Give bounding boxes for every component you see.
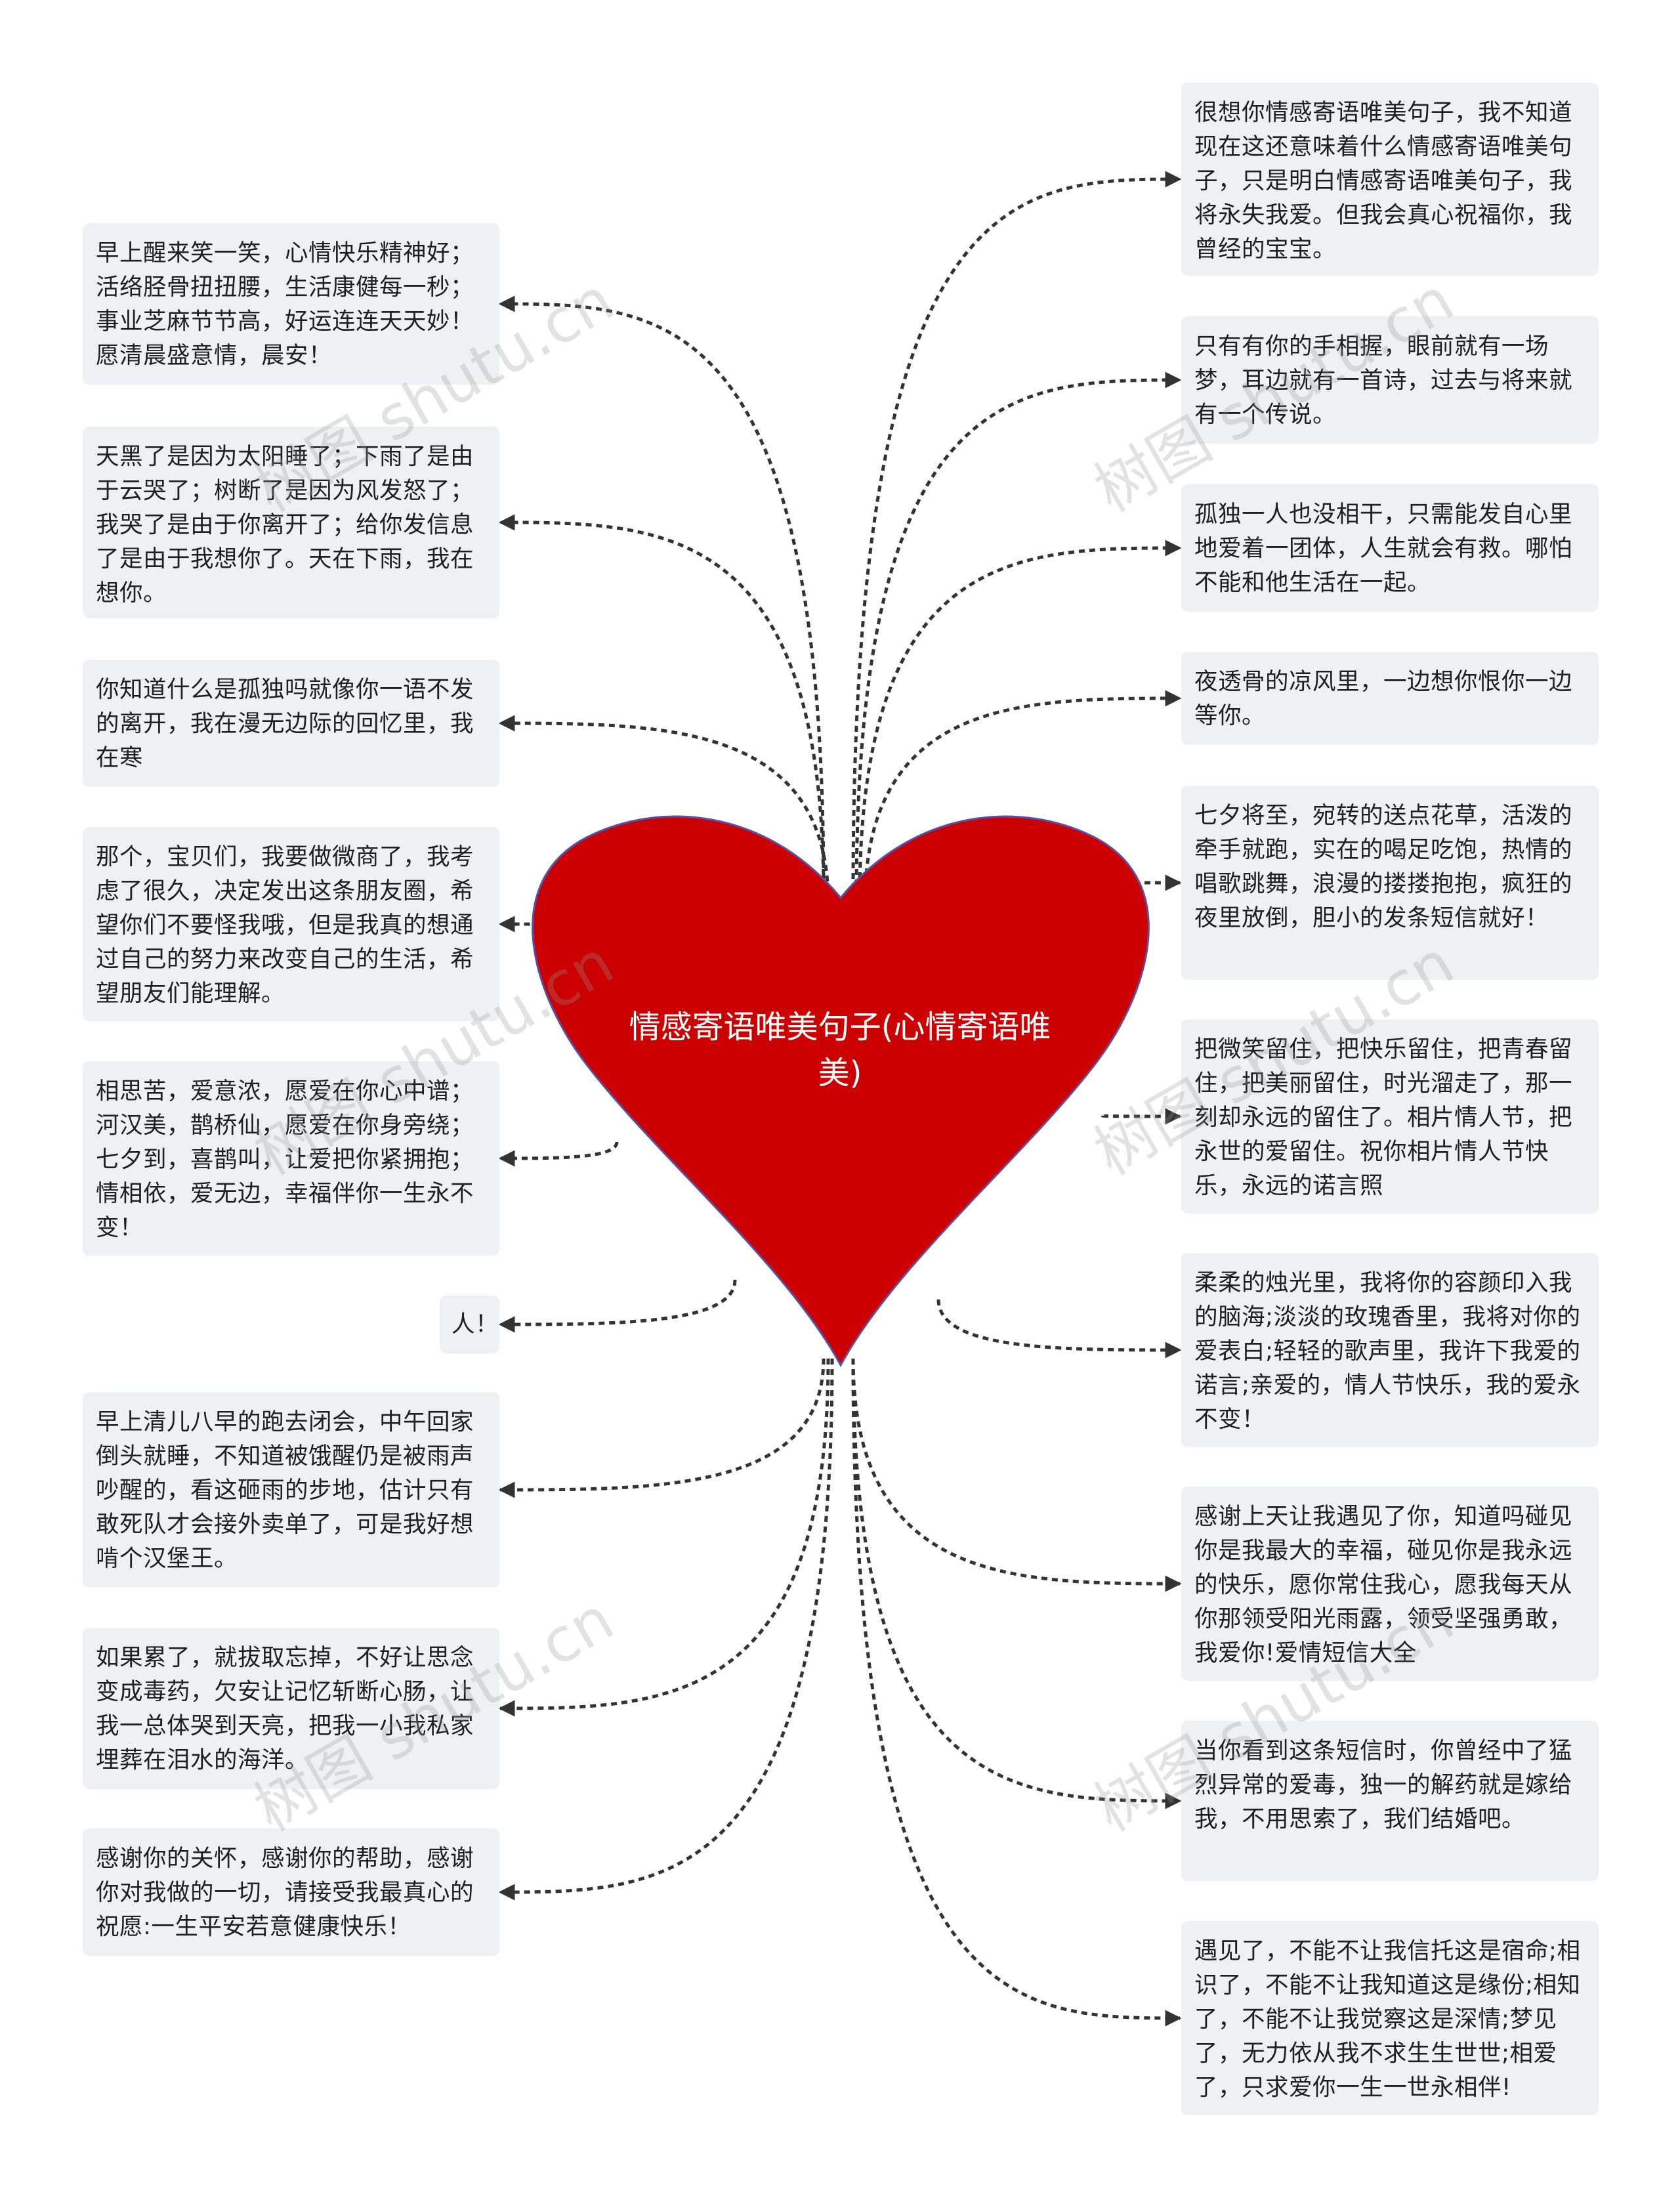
connector-left-8 xyxy=(498,1358,830,1717)
left-node-1[interactable]: 早上醒来笑一笑，心情快乐精神好；活络胫骨扭扭腰，生活康健每一秒；事业芝麻节节高，… xyxy=(83,223,499,385)
central-heart xyxy=(532,815,1150,1368)
right-node-8[interactable]: 感谢上天让我遇见了你，知道吗碰见你是我最大的幸福，碰见你是我永远的快乐，愿你常住… xyxy=(1181,1487,1599,1681)
connector-right-1 xyxy=(851,171,1182,890)
left-node-4[interactable]: 那个，宝贝们，我要做微商了，我考虑了很久，决定发出这条朋友圈，希望你们不要怪我哦… xyxy=(83,827,499,1021)
left-node-6[interactable]: 人！ xyxy=(440,1296,499,1353)
right-node-10[interactable]: 遇见了，不能不让我信托这是宿命;相识了，不能不让我知道这是缘份;相知了，不能不让… xyxy=(1181,1921,1599,2115)
left-node-2[interactable]: 天黑了是因为太阳睡了；下雨了是由于云哭了；树断了是因为风发怒了；我哭了是由于你离… xyxy=(83,427,499,618)
connector-left-3 xyxy=(498,715,830,903)
connector-left-7 xyxy=(498,1358,826,1498)
connector-right-10 xyxy=(851,1358,1182,2027)
left-node-8[interactable]: 如果累了，就拔取忘掉，不好让思念变成毒药，欠安让记忆斩断心肠，让我一总体哭到天亮… xyxy=(83,1628,499,1789)
connector-right-9 xyxy=(851,1358,1182,1809)
connector-left-2 xyxy=(498,514,826,897)
right-node-9[interactable]: 当你看到这条短信时，你曾经中了猛烈异常的爱毒，独一的解药就是嫁给我，不用思索了，… xyxy=(1181,1721,1599,1881)
right-node-5[interactable]: 七夕将至，宛转的送点花草，活泼的牵手就跑，实在的喝足吃饱，热情的唱歌跳舞，浪漫的… xyxy=(1181,786,1599,980)
right-node-3[interactable]: 孤独一人也没相干，只需能发自心里地爱着一团体，人生就会有救。哪怕不能和他生活在一… xyxy=(1181,484,1599,612)
connector-left-1 xyxy=(498,295,826,890)
right-node-7[interactable]: 柔柔的烛光里，我将你的容颜印入我的脑海;淡淡的玫瑰香里，我将对你的爱表白;轻轻的… xyxy=(1181,1253,1599,1447)
left-node-9[interactable]: 感谢你的关怀，感谢你的帮助，感谢你对我做的一切，请接受我最真心的祝愿:一生平安若… xyxy=(83,1828,499,1956)
right-node-2[interactable]: 只有有你的手相握，眼前就有一场梦，耳边就有一首诗，过去与将来就有一个传说。 xyxy=(1181,316,1599,444)
right-node-6[interactable]: 把微笑留住，把快乐留住，把青春留住，把美丽留住，时光溜走了，那一刻却永远的留住了… xyxy=(1181,1019,1599,1214)
connector-right-8 xyxy=(851,1358,1182,1592)
connector-right-7 xyxy=(936,1299,1182,1359)
left-node-3[interactable]: 你知道什么是孤独吗就像你一语不发的离开，我在漫无边际的回忆里，我在寒 xyxy=(83,660,499,787)
connector-right-4 xyxy=(863,690,1182,906)
connector-right-3 xyxy=(858,539,1182,900)
right-node-1[interactable]: 很想你情感寄语唯美句子，我不知道现在这还意味着什么情感寄语唯美句子，只是明白情感… xyxy=(1181,83,1599,276)
left-node-7[interactable]: 早上清儿八早的跑去闭会，中午回家倒头就睡，不知道被饿醒仍是被雨声吵醒的，看这砸雨… xyxy=(83,1392,499,1588)
connector-left-9 xyxy=(498,1358,834,1901)
right-node-4[interactable]: 夜透骨的凉风里，一边想你恨你一边等你。 xyxy=(1181,652,1599,745)
connector-left-6 xyxy=(498,1279,737,1333)
left-node-5[interactable]: 相思苦，爱意浓，愿爱在你心中谱；河汉美，鹊桥仙，愿爱在你身旁绕；七夕到，喜鹊叫，… xyxy=(83,1061,499,1256)
central-topic-title[interactable]: 情感寄语唯美句子(心情寄语唯美) xyxy=(629,1009,1051,1091)
connector-left-5 xyxy=(498,1141,619,1167)
